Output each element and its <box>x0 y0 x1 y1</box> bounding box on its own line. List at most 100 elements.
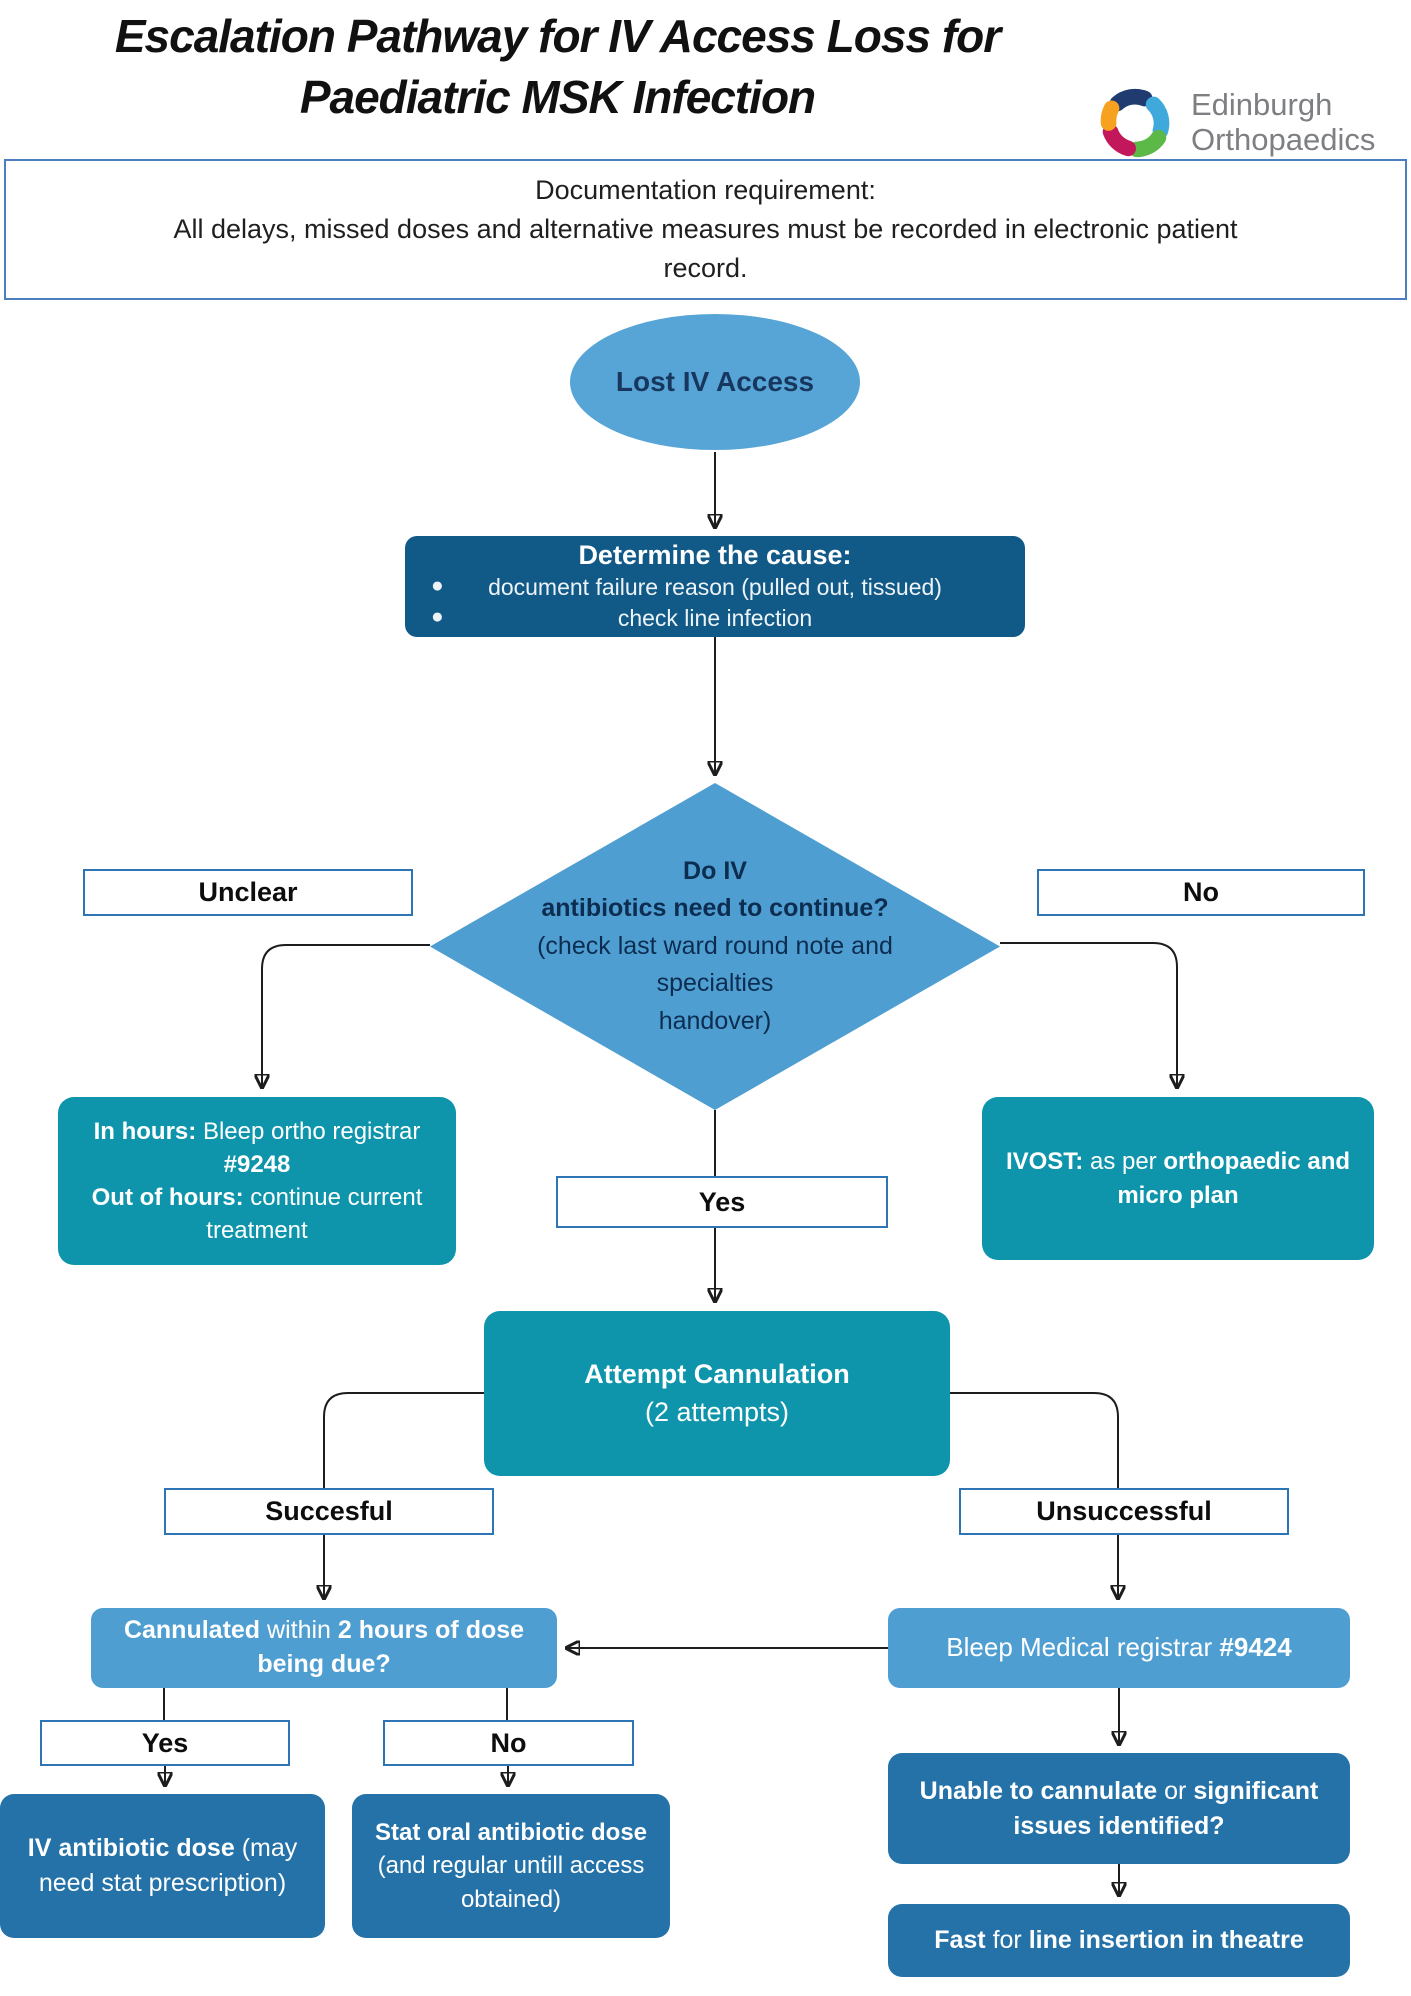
significant-bold: significant <box>1193 1776 1319 1805</box>
issues-identified-bold: issues identified? <box>1013 1811 1225 1840</box>
iv-dose-bold: IV antibiotic dose <box>27 1834 235 1862</box>
treatment-text: treatment <box>206 1217 308 1245</box>
in-hours-text: Bleep ortho registrar <box>202 1117 421 1145</box>
iv-antibiotic-dose-node: IV antibiotic dose (may need stat prescr… <box>0 1794 325 1938</box>
branch-label-successful: Succesful <box>164 1488 494 1535</box>
line-attempt-unsuccessful-branch <box>950 1392 1119 1488</box>
iv-dose-line1: IV antibiotic dose (may <box>28 1831 298 1866</box>
determine-bullet-1-text: document failure reason (pulled out, tis… <box>488 574 942 601</box>
ortho-plan-bold: orthopaedic and <box>1163 1148 1351 1176</box>
logo-wordmark: Edinburgh Orthopaedics <box>1191 88 1375 157</box>
unable-bold: Unable to cannulate <box>919 1776 1158 1805</box>
theatre-bold: line insertion in theatre <box>1028 1926 1304 1954</box>
yes-label-text: Yes <box>698 1186 746 1217</box>
decision-line5: handover) <box>658 1006 772 1035</box>
in-hours-node: In hours: Bleep ortho registrar #9248 Ou… <box>58 1097 456 1265</box>
decision-line4: specialties <box>656 969 774 998</box>
in-hours-bold: In hours: <box>93 1117 197 1145</box>
bleep-number-9248: #9248 <box>223 1150 291 1178</box>
attempt-line1: Attempt Cannulation <box>584 1356 849 1393</box>
bleep-medical-text: Bleep Medical registrar <box>946 1632 1213 1663</box>
in-hours-line1: In hours: Bleep ortho registrar <box>94 1115 421 1148</box>
being-due-bold: being due? <box>257 1650 391 1678</box>
start-node-label: Lost IV Access <box>615 366 815 397</box>
no-bottom-label-text: No <box>490 1727 527 1758</box>
ivost-node: IVOST: as per orthopaedic and micro plan <box>982 1097 1374 1260</box>
fast-line-insertion-node: Fast for line insertion in theatre <box>888 1904 1350 1977</box>
bullet-icon: ● <box>431 605 444 629</box>
arrow-decision-no-branch <box>1000 942 1177 1086</box>
stat-oral-bold: Stat oral antibiotic dose <box>374 1818 648 1846</box>
ivost-line2: micro plan <box>1117 1179 1238 1212</box>
page-title-line1: Escalation Pathway for IV Access Loss fo… <box>114 10 1001 62</box>
determine-cause-heading: Determine the cause: <box>578 539 852 570</box>
bleep-medical-registrar-node: Bleep Medical registrar #9424 <box>888 1608 1350 1688</box>
edinburgh-orthopaedics-logo: Edinburgh Orthopaedics <box>1085 80 1375 166</box>
cannulated-bold: Cannulated <box>123 1616 261 1645</box>
or-text: or <box>1164 1776 1187 1805</box>
in-hours-line2: #9248 <box>224 1148 291 1181</box>
bleep-line1: Bleep Medical registrar #9424 <box>946 1630 1291 1665</box>
in-hours-line4: treatment <box>206 1214 307 1247</box>
attempt-line2: (2 attempts) <box>645 1394 789 1431</box>
branch-label-yes-bottom: Yes <box>40 1720 290 1766</box>
yes-bottom-label-text: Yes <box>141 1727 189 1758</box>
two-hours-bold: 2 hours of dose <box>337 1616 525 1645</box>
fast-line1: Fast for line insertion in theatre <box>934 1923 1304 1958</box>
decision-line3: (check last ward round note and <box>537 931 893 960</box>
determine-bullet-2: ● check line infection <box>405 603 1025 634</box>
arrow-decision-unclear-branch <box>262 944 430 1086</box>
no-label-text: No <box>1183 877 1219 907</box>
decision-line1: Do IV <box>683 856 747 885</box>
bleep-number-9424: #9424 <box>1219 1632 1292 1663</box>
ivost-bold: IVOST: <box>1005 1148 1084 1176</box>
documentation-body-line1: All delays, missed doses and alternative… <box>173 213 1238 244</box>
cannulated-within-2-hours-node: Cannulated within 2 hours of dose being … <box>91 1608 557 1688</box>
branch-label-unsuccessful: Unsuccessful <box>959 1488 1289 1535</box>
branch-label-unclear: Unclear <box>83 869 413 916</box>
for-text: for <box>992 1926 1022 1954</box>
line-attempt-successful-branch <box>323 1392 484 1488</box>
unsuccessful-label-text: Unsuccessful <box>1036 1496 1212 1526</box>
attempt-subtext: (2 attempts) <box>644 1396 790 1427</box>
ivost-text: as per <box>1089 1148 1157 1176</box>
decision-line2: antibiotics need to continue? <box>541 894 889 923</box>
attempt-cannulation-node: Attempt Cannulation (2 attempts) <box>484 1311 950 1476</box>
out-of-hours-text: continue current <box>250 1184 423 1211</box>
determine-bullet-2-text: check line infection <box>617 605 813 632</box>
pinwheel-logo-icon <box>1100 88 1170 158</box>
branch-label-yes: Yes <box>556 1176 888 1228</box>
unable-line2: issues identified? <box>1013 1809 1224 1844</box>
unclear-label-text: Unclear <box>198 877 298 907</box>
unable-to-cannulate-node: Unable to cannulate or significant issue… <box>888 1753 1350 1864</box>
logo-word-edinburgh: Edinburgh <box>1191 87 1333 123</box>
page-title-line2: Paediatric MSK Infection <box>299 70 816 123</box>
within-text: within <box>267 1616 331 1645</box>
successful-label-text: Succesful <box>265 1496 393 1526</box>
fast-bold: Fast <box>934 1926 986 1954</box>
bullet-icon: ● <box>431 574 444 598</box>
branch-label-no-bottom: No <box>383 1720 634 1766</box>
ivost-line1: IVOST: as per orthopaedic and <box>1006 1145 1350 1178</box>
page-title: Escalation Pathway for IV Access Loss fo… <box>0 6 1115 127</box>
start-node-lost-iv-access: Lost IV Access <box>570 314 860 450</box>
logo-word-orthopaedics: Orthopaedics <box>1191 122 1376 157</box>
cannulated-line2: being due? <box>257 1648 390 1682</box>
stat-oral-line3: obtained) <box>461 1883 561 1917</box>
micro-plan-bold: micro plan <box>1117 1181 1239 1209</box>
stat-oral-line1: Stat oral antibiotic dose <box>375 1816 647 1850</box>
documentation-body-line2: record. <box>663 253 748 284</box>
documentation-heading: Documentation requirement: <box>535 174 876 205</box>
stat-oral-antibiotic-node: Stat oral antibiotic dose (and regular u… <box>352 1794 670 1938</box>
out-of-hours-bold: Out of hours: <box>91 1184 244 1211</box>
determine-cause-node: Determine the cause: ● document failure … <box>405 536 1025 637</box>
documentation-requirement-banner: Documentation requirement: All delays, m… <box>4 159 1407 300</box>
iv-dose-text1: (may <box>241 1834 298 1862</box>
stat-oral-text1: (and regular untill access <box>377 1852 645 1880</box>
branch-label-no: No <box>1037 869 1365 916</box>
iv-dose-line2: need stat prescription) <box>39 1866 286 1901</box>
determine-bullet-1: ● document failure reason (pulled out, t… <box>405 572 1025 603</box>
attempt-bold: Attempt Cannulation <box>584 1359 850 1390</box>
